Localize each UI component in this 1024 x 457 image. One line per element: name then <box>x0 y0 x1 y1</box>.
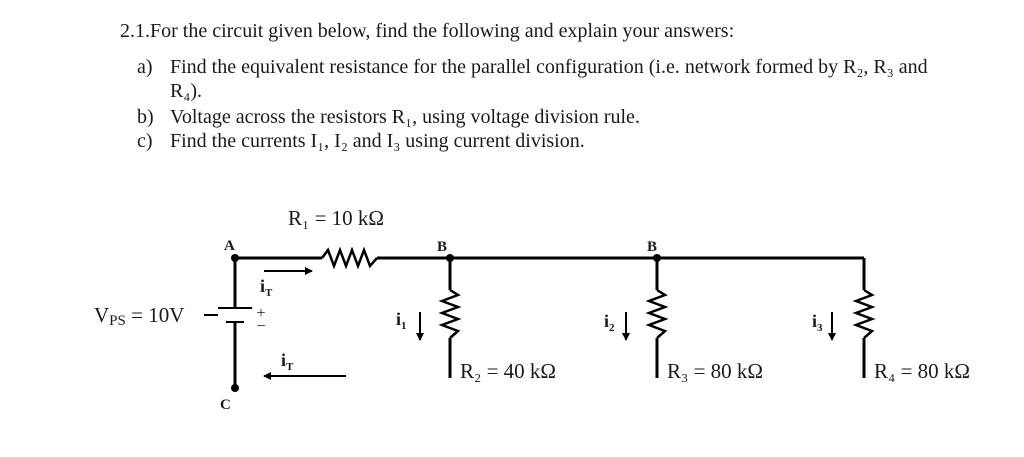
polarity-plus: + <box>256 305 265 322</box>
resistor-r1-label: R₁ = 10 kΩ <box>288 206 384 230</box>
item-label: a) <box>137 56 153 78</box>
current-label-i1: i1 <box>396 309 407 332</box>
question-item-a-continuation: R₄). <box>170 80 202 102</box>
current-label-it-bottom: iT <box>281 350 294 373</box>
resistor-r4-symbol <box>852 288 876 339</box>
resistor-r2-label: R₂ = 40 kΩ <box>460 359 556 383</box>
item-text: Find the currents I₁, I₂ and I₃ using cu… <box>170 130 585 152</box>
source-label: VPS = 10V <box>94 303 184 329</box>
item-text: Find the equivalent resistance for the p… <box>170 56 928 78</box>
circuit-wires <box>233 256 866 388</box>
node-b1-dot <box>446 254 454 262</box>
node-b2-label: B <box>647 239 657 255</box>
resistor-r4-label: R₄ = 80 kΩ <box>874 359 970 383</box>
resistor-r3-label: R₃ = 80 kΩ <box>667 359 763 383</box>
node-a-dot <box>231 254 239 262</box>
node-c-dot <box>231 384 239 392</box>
resistor-r2-symbol <box>438 288 462 339</box>
voltage-source-symbol <box>204 307 252 323</box>
node-c-label: C <box>220 397 231 413</box>
item-label: c) <box>137 130 153 152</box>
resistor-r1-symbol <box>321 246 378 270</box>
current-label-it-top: iT <box>260 276 273 299</box>
polarity-minus: − <box>256 318 265 335</box>
resistor-r3-symbol <box>645 288 669 339</box>
node-a-label: A <box>224 238 235 254</box>
node-b2-dot <box>653 254 661 262</box>
current-label-i3: i3 <box>812 311 823 334</box>
item-label: b) <box>137 106 154 128</box>
question-title: 2.1.For the circuit given below, find th… <box>120 20 735 42</box>
node-b1-label: B <box>437 239 447 255</box>
item-text: Voltage across the resistors R₁, using v… <box>170 106 640 128</box>
current-label-i2: i2 <box>604 311 615 334</box>
